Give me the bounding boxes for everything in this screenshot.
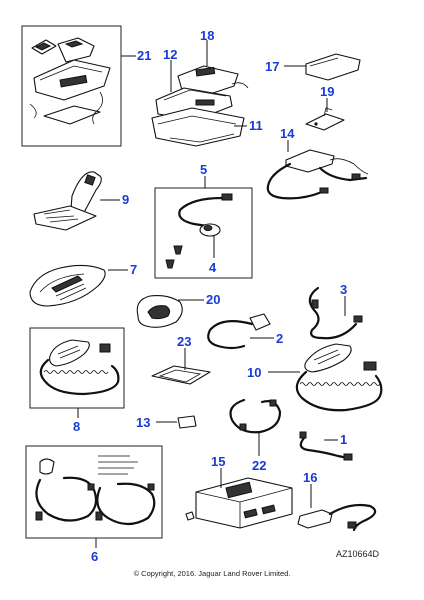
group-box-6 [25,445,163,539]
callout-14: 14 [280,126,295,141]
part-23-mat [151,365,211,385]
group-box-21 [21,25,122,147]
callout-15: 15 [211,454,225,469]
part-13-label [177,415,197,429]
diagram-reference-code: AZ10664D [336,549,380,559]
callout-11: 11 [249,118,263,133]
callout-18: 18 [200,28,214,43]
callout-2: 2 [276,331,283,346]
callout-10: 10 [247,365,261,380]
part-10-curly-handset [295,343,383,412]
part-11-console-base [151,107,245,147]
part-5-antenna-kit [154,187,253,279]
callout-23: 23 [177,334,191,349]
callout-8: 8 [73,419,80,434]
part-2-microphone [207,313,271,350]
part-19-bracket [305,107,345,131]
callout-16: 16 [303,470,317,485]
part-16-charger [297,503,377,532]
callout-9: 9 [122,192,129,207]
part-14-harness-module [266,149,369,200]
group-box-5 [154,187,253,279]
callout-7: 7 [130,262,137,277]
callout-13: 13 [136,415,150,430]
part-3-harness [308,286,363,340]
part-22-cable [229,398,282,434]
part-20-cradle [136,295,183,328]
part-15-control-module [185,477,293,529]
part-9-flip-handset [33,171,102,231]
part-17-module [305,53,361,81]
callout-6: 6 [91,549,98,564]
callout-17: 17 [265,59,279,74]
group-box-8 [29,327,125,409]
part-21-console-assembly [21,25,122,147]
callout-4: 4 [209,260,217,275]
part-6-harness-kit [25,445,163,539]
part-7-handset [29,264,106,307]
callout-5: 5 [200,162,207,177]
part-8-corded-handset [29,327,125,409]
callout-22: 22 [252,458,266,473]
callout-20: 20 [206,292,220,307]
callout-21: 21 [137,48,151,63]
callout-19: 19 [320,84,334,99]
callout-12: 12 [163,47,177,62]
part-1-connector-cable [299,431,353,461]
copyright-notice: © Copyright, 2016. Jaguar Land Rover Lim… [134,569,291,578]
part-18-console-upper [177,65,249,97]
callout-1: 1 [340,432,347,447]
callout-3: 3 [340,282,347,297]
